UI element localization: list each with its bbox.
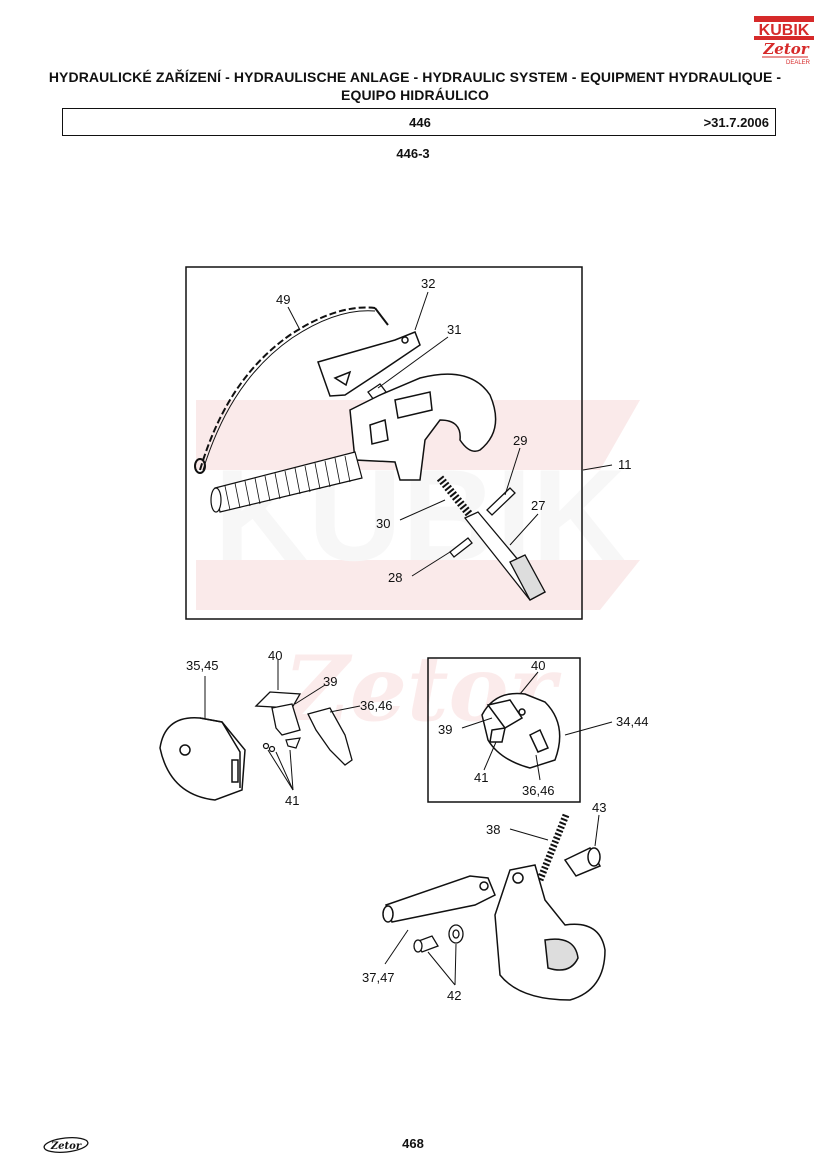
bracket-part-39-left <box>271 703 301 736</box>
page-title: HYDRAULICKÉ ZAŘÍZENÍ - HYDRAULISCHE ANLA… <box>40 68 790 104</box>
leader-lines-bottom <box>384 814 600 986</box>
callout-32: 32 <box>421 276 435 291</box>
model-box: 446 >31.7.2006 <box>62 108 776 136</box>
logo-zetor: Zetor <box>762 40 809 58</box>
callout-36-46-left: 36,46 <box>360 698 393 713</box>
callout-40-left: 40 <box>268 648 282 663</box>
latch-part-32 <box>317 331 421 397</box>
callout-11: 11 <box>618 457 632 472</box>
validity-date: >31.7.2006 <box>703 115 769 130</box>
callout-41-left: 41 <box>285 793 299 808</box>
leader-lines-upper <box>287 291 613 577</box>
callout-41-right: 41 <box>474 770 488 785</box>
plate-part-40-left <box>254 691 302 709</box>
pin-part-28 <box>449 537 473 558</box>
title-line-2: EQUIPO HIDRÁULICO <box>341 87 489 103</box>
page-number: 468 <box>402 1136 424 1151</box>
model-number: 446 <box>409 115 431 130</box>
lever-part-36-46-left <box>307 707 353 766</box>
kubik-zetor-logo: KUBIK Zetor DEALER <box>754 16 814 66</box>
callout-37-47: 37,47 <box>362 970 395 985</box>
spring-part-38 <box>536 813 570 882</box>
leader-lines-left <box>204 660 361 791</box>
callout-42: 42 <box>447 988 461 1003</box>
assembled-housing-frame <box>427 657 581 803</box>
cap-part-43 <box>563 847 602 877</box>
logo-brand: KUBIK <box>759 22 810 39</box>
pin-part-29 <box>486 487 516 516</box>
callout-43: 43 <box>592 800 606 815</box>
footer-brand: Zetor <box>50 1141 82 1152</box>
callout-30: 30 <box>376 516 390 531</box>
small-parts-41-left <box>262 737 301 753</box>
callout-31: 31 <box>447 322 461 337</box>
logo-dealer: DEALER <box>786 60 811 66</box>
callout-39-left: 39 <box>323 674 337 689</box>
housing-assembled-34-44 <box>481 692 561 769</box>
zetor-footer-logo: Zetor <box>43 1137 89 1153</box>
callout-27: 27 <box>531 498 545 513</box>
chain-part-49 <box>194 306 389 474</box>
rod-part-27 <box>463 511 547 601</box>
hook-body-lower <box>494 864 606 1001</box>
hook-body-part-11 <box>349 373 497 481</box>
housing-part-35-45 <box>159 717 246 801</box>
callout-34-44: 34,44 <box>616 714 649 729</box>
leader-lines-right-box <box>461 671 613 781</box>
hook-assembly-frame <box>185 266 583 620</box>
arm-part-37-47 <box>382 875 496 923</box>
callout-49: 49 <box>276 292 290 307</box>
callout-36-46-right: 36,46 <box>522 783 555 798</box>
callout-35-45: 35,45 <box>186 658 219 673</box>
callout-39-right: 39 <box>438 722 452 737</box>
threaded-shaft <box>210 451 363 513</box>
callout-40-right: 40 <box>531 658 545 673</box>
callout-28: 28 <box>388 570 402 585</box>
callout-38: 38 <box>486 822 500 837</box>
bolt-part-42 <box>413 924 464 953</box>
title-line-1: HYDRAULICKÉ ZAŘÍZENÍ - HYDRAULISCHE ANLA… <box>48 69 782 85</box>
section-number: 446-3 <box>396 146 430 161</box>
callout-29: 29 <box>513 433 527 448</box>
